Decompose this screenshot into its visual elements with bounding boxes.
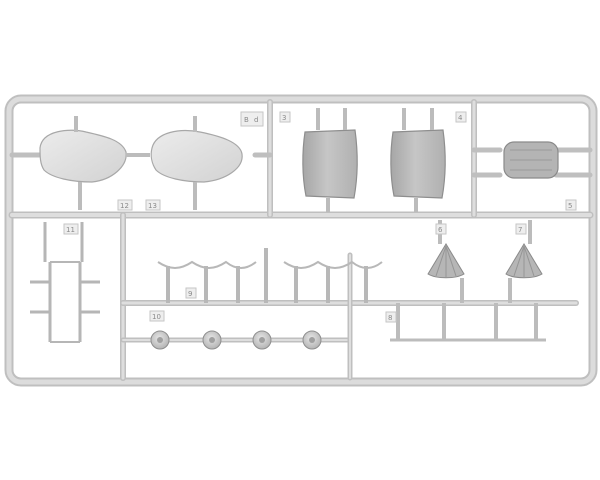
tag-10: 10 bbox=[152, 313, 161, 321]
drum-part bbox=[503, 141, 559, 179]
panel-right bbox=[390, 129, 446, 199]
short-rod-parts bbox=[390, 303, 546, 342]
panel-parts bbox=[302, 108, 446, 212]
wheel-parts bbox=[150, 330, 322, 350]
canopy-parts bbox=[39, 116, 243, 210]
outer-frame bbox=[4, 94, 598, 387]
ladder-part bbox=[30, 222, 100, 343]
tag-5: 5 bbox=[568, 202, 572, 210]
tag-6: 6 bbox=[438, 226, 443, 234]
tag-b: B bbox=[244, 116, 249, 124]
part-tags: B d 3 4 5 6 7 8 9 10 11 12 13 bbox=[63, 111, 577, 323]
tag-11: 11 bbox=[66, 226, 75, 234]
tag-12: 12 bbox=[120, 202, 129, 210]
tag-3: 3 bbox=[282, 114, 286, 122]
tag-13: 13 bbox=[148, 202, 157, 210]
wire-parts bbox=[157, 248, 383, 303]
tag-9: 9 bbox=[188, 290, 192, 298]
canopy-left bbox=[39, 129, 127, 183]
tag-4: 4 bbox=[458, 114, 463, 122]
tag-d: d bbox=[254, 116, 258, 124]
panel-left bbox=[302, 129, 358, 199]
tag-7: 7 bbox=[518, 226, 522, 234]
tag-8: 8 bbox=[388, 314, 392, 322]
